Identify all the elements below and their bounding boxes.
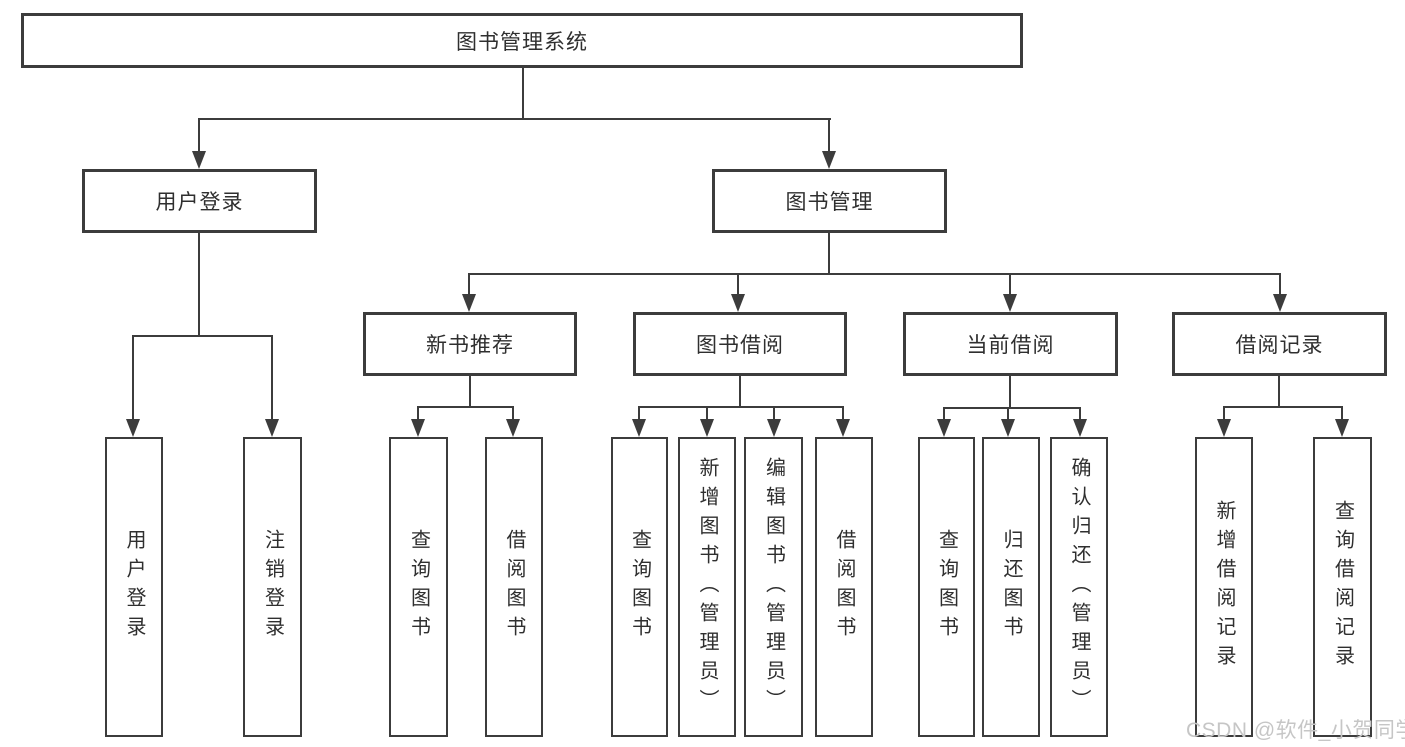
leaf-borrow-books-label: 借阅图书 <box>833 529 855 645</box>
connector-g3-leaf3 <box>1079 407 1081 419</box>
connector-level3-split <box>468 273 1281 275</box>
leaf-query-books-recommend: 查询图书 <box>389 437 448 737</box>
arrow-down-icon <box>1273 294 1287 312</box>
arrow-down-icon <box>836 419 850 437</box>
arrow-down-icon <box>1073 419 1087 437</box>
leaf-borrow-books-recommend-label: 借阅图书 <box>503 529 525 645</box>
leaf-add-borrow-record-label: 新增借阅记录 <box>1213 500 1235 674</box>
leaf-edit-books-admin: 编辑图书（管理员） <box>744 437 803 737</box>
connector-g2-leaf1 <box>638 406 640 419</box>
arrow-down-icon <box>822 151 836 169</box>
connector-g2-leaf2 <box>706 406 708 419</box>
node-book-management: 图书管理 <box>712 169 947 233</box>
connector-to-book-management <box>828 118 830 151</box>
connector-to-borrow-records <box>1279 273 1281 294</box>
connector-g4-leaf1 <box>1223 406 1225 419</box>
node-library-system-label: 图书管理系统 <box>456 30 588 54</box>
leaf-query-books-borrow: 查询图书 <box>611 437 668 737</box>
leaf-user-login-label: 用户登录 <box>123 529 145 645</box>
node-user-login: 用户登录 <box>82 169 317 233</box>
connector-to-book-borrow <box>737 273 739 294</box>
node-current-borrow-label: 当前借阅 <box>966 334 1055 357</box>
connector-user-login-split <box>132 335 273 337</box>
node-current-borrow: 当前借阅 <box>903 312 1118 376</box>
leaf-add-books-admin: 新增图书（管理员） <box>678 437 736 737</box>
watermark: CSDN @软件_小贺同学 <box>1186 719 1405 742</box>
connector-group1-stem <box>469 376 471 406</box>
arrow-down-icon <box>632 419 646 437</box>
arrow-down-icon <box>126 419 140 437</box>
leaf-query-books-recommend-label: 查询图书 <box>407 529 430 645</box>
arrow-down-icon <box>937 419 951 437</box>
connector-group2-split <box>638 406 844 408</box>
leaf-query-borrow-record-label: 查询借阅记录 <box>1331 500 1354 674</box>
leaf-logout: 注销登录 <box>243 437 302 737</box>
leaf-add-books-admin-label: 新增图书（管理员） <box>696 456 718 718</box>
connector-group1-split <box>417 406 514 408</box>
arrow-down-icon <box>265 419 279 437</box>
leaf-add-borrow-record: 新增借阅记录 <box>1195 437 1253 737</box>
leaf-query-books-borrow-label: 查询图书 <box>628 529 651 645</box>
leaf-query-borrow-record: 查询借阅记录 <box>1313 437 1372 737</box>
node-book-borrow: 图书借阅 <box>633 312 847 376</box>
arrow-down-icon <box>192 151 206 169</box>
connector-g2-leaf3 <box>773 406 775 419</box>
node-library-system: 图书管理系统 <box>21 13 1023 68</box>
connector-user-login-stem <box>198 233 200 335</box>
connector-group4-stem <box>1278 376 1280 406</box>
arrow-down-icon <box>731 294 745 312</box>
leaf-borrow-books-recommend: 借阅图书 <box>485 437 543 737</box>
connector-level1-split <box>198 118 831 120</box>
connector-to-user-login <box>198 118 200 151</box>
connector-to-leaf-user-login <box>132 335 134 419</box>
connector-root-stem <box>522 68 524 120</box>
leaf-return-books: 归还图书 <box>982 437 1040 737</box>
node-borrow-records: 借阅记录 <box>1172 312 1387 376</box>
arrow-down-icon <box>1335 419 1349 437</box>
connector-group3-stem <box>1009 376 1011 407</box>
arrow-down-icon <box>462 294 476 312</box>
arrow-down-icon <box>1001 419 1015 437</box>
node-new-book-recommend: 新书推荐 <box>363 312 577 376</box>
arrow-down-icon <box>767 419 781 437</box>
connector-to-leaf-logout <box>271 335 273 419</box>
connector-g1-leaf2 <box>512 406 514 419</box>
connector-to-new-book <box>468 273 470 294</box>
leaf-borrow-books: 借阅图书 <box>815 437 873 737</box>
leaf-logout-label: 注销登录 <box>261 529 284 645</box>
leaf-confirm-return-admin-label: 确认归还（管理员） <box>1068 456 1090 718</box>
leaf-edit-books-admin-label: 编辑图书（管理员） <box>762 456 785 718</box>
node-new-book-recommend-label: 新书推荐 <box>426 334 514 357</box>
node-book-management-label: 图书管理 <box>785 191 874 214</box>
arrow-down-icon <box>411 419 425 437</box>
arrow-down-icon <box>1217 419 1231 437</box>
node-user-login-label: 用户登录 <box>155 191 244 214</box>
leaf-query-books-current: 查询图书 <box>918 437 975 737</box>
connector-group2-stem <box>739 376 741 406</box>
connector-book-management-stem <box>828 233 830 273</box>
connector-g4-leaf2 <box>1341 406 1343 419</box>
leaf-confirm-return-admin: 确认归还（管理员） <box>1050 437 1108 737</box>
node-borrow-records-label: 借阅记录 <box>1235 334 1324 357</box>
leaf-return-books-label: 归还图书 <box>1000 529 1022 645</box>
connector-g1-leaf1 <box>417 406 419 419</box>
connector-g2-leaf4 <box>842 406 844 419</box>
connector-g3-leaf1 <box>943 407 945 419</box>
arrow-down-icon <box>700 419 714 437</box>
leaf-query-books-current-label: 查询图书 <box>935 529 958 645</box>
connector-group4-split <box>1223 406 1343 408</box>
leaf-user-login: 用户登录 <box>105 437 163 737</box>
connector-group3-split <box>943 407 1081 409</box>
arrow-down-icon <box>1003 294 1017 312</box>
connector-to-current-borrow <box>1009 273 1011 294</box>
connector-g3-leaf2 <box>1007 407 1009 419</box>
node-book-borrow-label: 图书借阅 <box>696 334 784 357</box>
arrow-down-icon <box>506 419 520 437</box>
